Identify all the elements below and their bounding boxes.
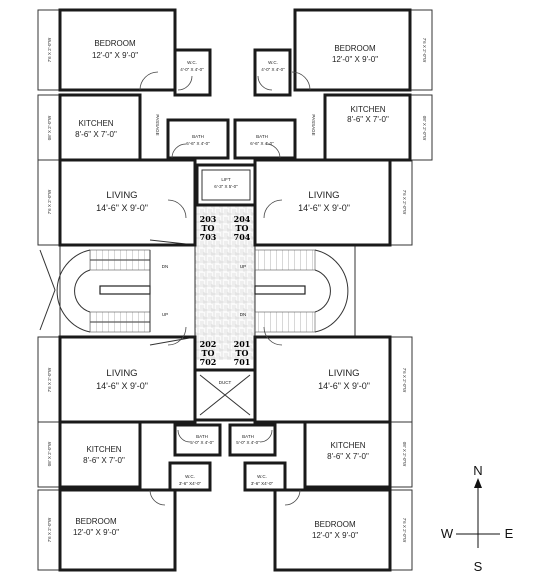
room-size: 12'-0" X 9'-0": [92, 51, 138, 60]
compass-s: S: [474, 559, 483, 574]
passage-label: PASSAGE: [155, 114, 160, 135]
room-name: BEDROOM: [334, 44, 376, 53]
door-swings: [139, 71, 311, 506]
walls: [58, 8, 412, 572]
compass-rose: N S W E: [441, 463, 514, 574]
room-size: 12'-0" X 9'-0": [73, 528, 119, 537]
room-name: W.C.: [257, 474, 267, 479]
balcony-label: 7'6 X 2'-0"W: [47, 517, 52, 542]
room-size: 6'-6" X 4'-0": [250, 141, 274, 146]
compass-e: E: [505, 526, 514, 541]
room-name: LIVING: [106, 190, 137, 201]
flat-number: 702: [200, 357, 217, 367]
room-name: KITCHEN: [350, 105, 385, 114]
balcony-label: 7'6 X 2'-0"W: [47, 367, 52, 392]
balcony-label: 7'6 X 2'-0"W: [402, 190, 407, 215]
north-arrow-icon: [474, 478, 482, 488]
compass-w: W: [441, 526, 454, 541]
stair-up-label: UP: [240, 264, 246, 269]
room-size: 4'-0" X 4'-0": [261, 67, 285, 72]
core: [39, 163, 356, 422]
room-size: 5'-0" X 4'-0": [236, 440, 260, 445]
room-name: BATH: [256, 134, 268, 139]
room-size: 14'-6" X 9'-0": [96, 381, 148, 391]
stair-up-label: UP: [162, 312, 168, 317]
flat-number: 704: [234, 232, 251, 242]
balcony-label: 08' X 2'-0"W: [47, 115, 52, 140]
room-size: 14'-6" X 9'-0": [298, 203, 350, 213]
balcony-labels: 7'6 X 2'-0"W 08' X 2'-0"W 7'6 X 2'-0"W 7…: [47, 37, 427, 543]
stair-dn-label: DN: [240, 312, 247, 317]
flat-numbers: 203 TO 703 204 TO 704 202 TO 702 201 TO …: [200, 214, 251, 367]
balcony-label: 08' X 2'-0"W: [422, 116, 427, 141]
room-name: LIVING: [328, 368, 359, 379]
room-size: 12'-0" X 9'-0": [312, 531, 358, 540]
compass-n: N: [473, 463, 482, 478]
room-size: 6'-6" X 4'-0": [186, 141, 210, 146]
stair-dn-label: DN: [162, 264, 169, 269]
room-size: 14'-6" X 9'-0": [318, 381, 370, 391]
room-size: 8'-6" X 7'-0": [327, 452, 369, 461]
right-staircase: [254, 249, 349, 333]
room-size: 8'-6" X 7'-0": [347, 115, 389, 124]
balcony-label: 7'6 X 2'-0"W: [47, 189, 52, 214]
balcony-label: 7'6 X 2'-0"W: [402, 368, 407, 393]
room-size: 14'-6" X 9'-0": [96, 203, 148, 213]
room-name: KITCHEN: [330, 441, 365, 450]
room-name: W.C.: [185, 474, 195, 479]
room-name: KITCHEN: [86, 445, 121, 454]
room-name: KITCHEN: [78, 119, 113, 128]
room-size: 3'-6" X4'-0": [179, 481, 202, 486]
room-name: LIVING: [106, 368, 137, 379]
flat-number: 203: [200, 214, 217, 224]
left-staircase: [56, 239, 196, 346]
room-name: BEDROOM: [94, 39, 136, 48]
lift-size: 6'-3" X 5'-0": [214, 184, 238, 189]
room-name: BATH: [242, 434, 254, 439]
balcony-label: 08' X 2'-0"W: [47, 441, 52, 466]
balcony-label: 08' X 2'-0"W: [402, 442, 407, 467]
room-size: 8'-6" X 7'-0": [83, 456, 125, 465]
flat-number: 202: [200, 339, 217, 349]
flat-number-to: TO: [202, 223, 215, 233]
passage-label: PASSAGE: [311, 114, 316, 135]
room-name: W.C.: [187, 60, 197, 65]
flat-number-to: TO: [202, 348, 215, 358]
room-name: LIVING: [308, 190, 339, 201]
flat-number: 701: [234, 357, 251, 367]
flat-number: 204: [234, 214, 251, 224]
flat-number: 201: [234, 339, 251, 349]
room-name: BEDROOM: [314, 520, 356, 529]
room-size: 5'-0" X 4'-0": [190, 440, 214, 445]
room-name: W.C.: [268, 60, 278, 65]
duct-label: DUCT: [219, 380, 232, 385]
room-size: 4'-0" X 4'-0": [180, 67, 204, 72]
flat-number-to: TO: [236, 348, 249, 358]
flat-number: 703: [200, 232, 217, 242]
lift-label: LIFT: [221, 177, 231, 182]
room-name: BATH: [192, 134, 204, 139]
room-name: BATH: [196, 434, 208, 439]
flat-number-to: TO: [236, 223, 249, 233]
balcony-label: 7'6 X 2'-0"W: [402, 518, 407, 543]
balcony-label: 7'6 X 2'-0"W: [47, 37, 52, 62]
room-size: 3'-6" X4'-0": [251, 481, 274, 486]
balcony-label: 7'6 X 2'-0"W: [422, 38, 427, 63]
room-size: 8'-6" X 7'-0": [75, 130, 117, 139]
room-name: BEDROOM: [75, 517, 117, 526]
room-size: 12'-0" X 9'-0": [332, 55, 378, 64]
